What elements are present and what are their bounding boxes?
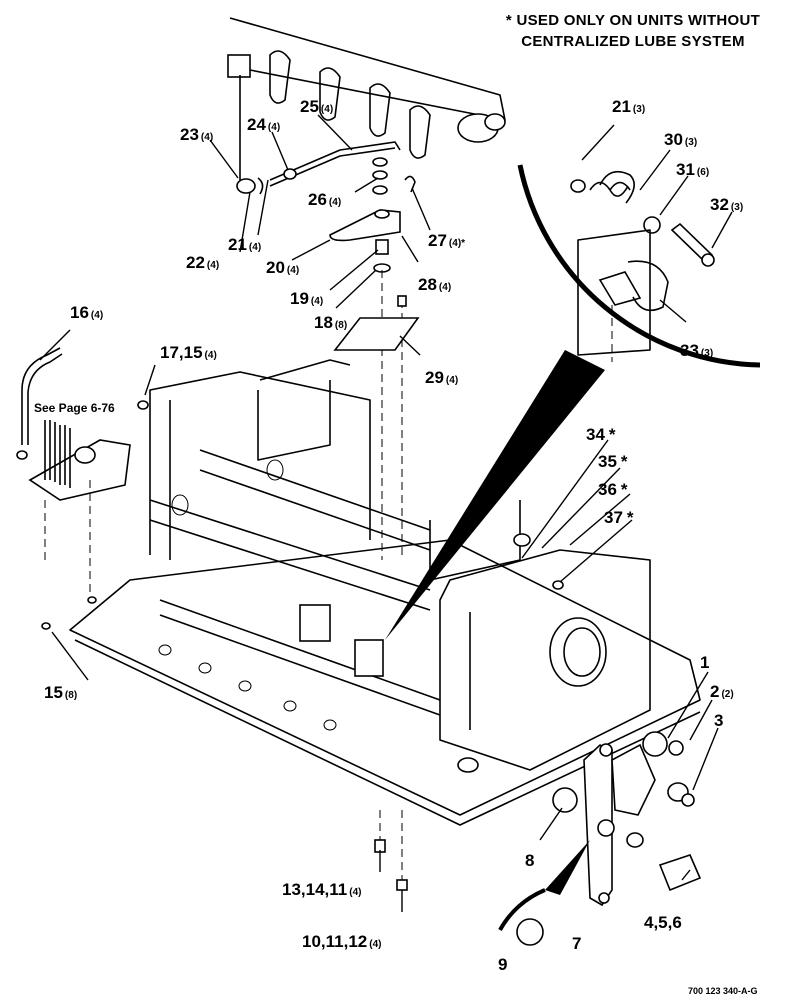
callout-9: 9 — [498, 955, 507, 974]
callout-27: 27(4)* — [428, 231, 465, 250]
callout-34: 34* — [586, 425, 616, 444]
see-page-reference: See Page 6-76 — [34, 401, 115, 415]
callout-8: 8 — [525, 851, 534, 870]
callout-25: 25(4) — [300, 97, 333, 116]
pivot-link-drawing — [498, 731, 702, 946]
lube-note-line1: * USED ONLY ON UNITS WITHOUT — [505, 12, 761, 29]
callout-21-a: 21(4) — [228, 235, 261, 254]
callout-3: 3 — [714, 711, 723, 730]
callout-17-15: 17,15(4) — [160, 343, 217, 362]
spring-bracket-drawing — [16, 347, 149, 630]
leader-lines — [39, 114, 733, 912]
callout-2: 2(2) — [710, 682, 734, 701]
callout-22: 22(4) — [186, 253, 219, 272]
callout-29: 29(4) — [425, 368, 458, 387]
callout-4-5-6: 4,5,6 — [644, 913, 682, 932]
callout-28: 28(4) — [418, 275, 451, 294]
callout-32: 32(3) — [710, 195, 743, 214]
callout-1: 1 — [700, 653, 709, 672]
callout-10-11-12: 10,11,12(4) — [302, 932, 381, 951]
callout-31: 31(6) — [676, 160, 709, 179]
callout-labels: 23(4) 24(4) 25(4) 26(4) 27(4)* 21(4) 22(… — [34, 97, 758, 996]
callout-23: 23(4) — [180, 125, 213, 144]
callout-15: 15(8) — [44, 683, 77, 702]
callout-19: 19(4) — [290, 289, 323, 308]
callout-7: 7 — [572, 934, 581, 953]
callout-21-b: 21(3) — [612, 97, 645, 116]
callout-37: 37* — [604, 508, 634, 527]
callout-13-14-11: 13,14,11(4) — [282, 880, 361, 899]
callout-20: 20(4) — [266, 258, 299, 277]
detail-magnifier-drawing — [385, 164, 761, 640]
callout-26: 26(4) — [308, 190, 341, 209]
lube-note: * USED ONLY ON UNITS WITHOUT CENTRALIZED… — [488, 10, 778, 52]
callout-35: 35* — [598, 452, 628, 471]
callout-30: 30(3) — [664, 130, 697, 149]
callout-24: 24(4) — [247, 115, 280, 134]
callout-18: 18(8) — [314, 313, 347, 332]
callout-36: 36* — [598, 480, 628, 499]
upper-linkage-drawing — [227, 17, 506, 560]
drawing-number: 700 123 340-A-G — [688, 986, 758, 996]
main-frame-drawing — [69, 359, 701, 826]
callout-33: 33(3) — [680, 341, 713, 360]
lube-note-line2: CENTRALIZED LUBE SYSTEM — [521, 33, 745, 50]
callout-16: 16(4) — [70, 303, 103, 322]
